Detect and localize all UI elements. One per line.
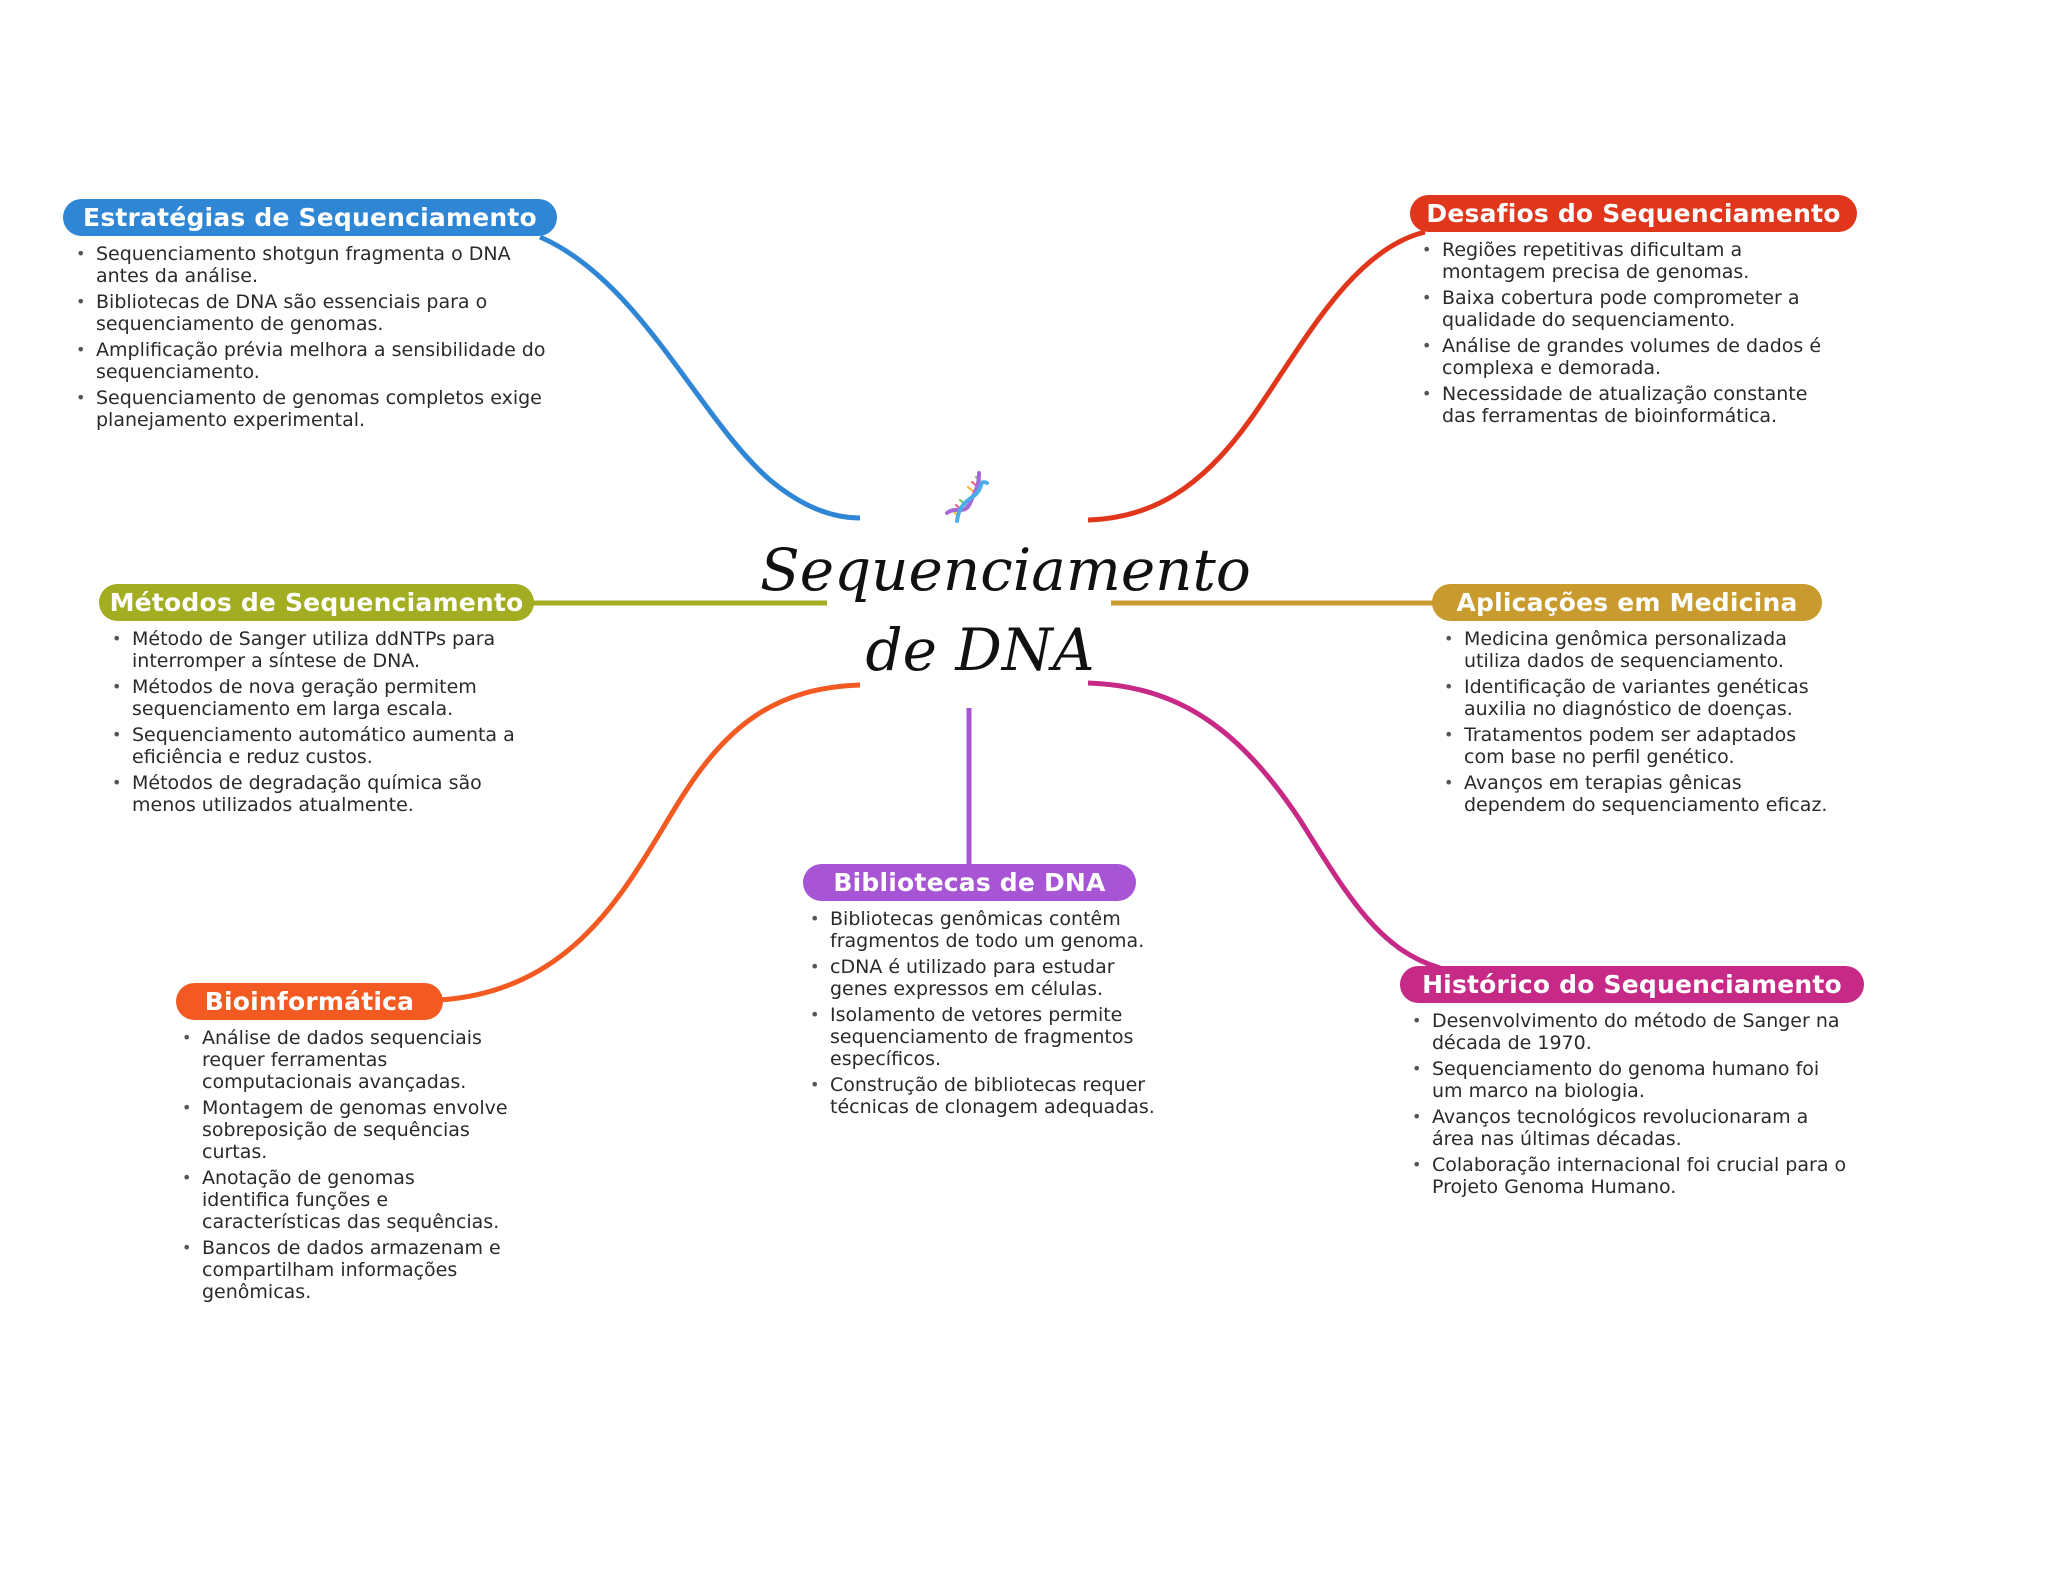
title-line-1: Sequenciamento: [760, 536, 1251, 604]
list-item: Sequenciamento automático aumenta a efic…: [108, 724, 528, 768]
list-item: Sequenciamento de genomas completos exig…: [72, 387, 552, 431]
list-item: Análise de grandes volumes de dados é co…: [1418, 335, 1838, 379]
list-item: Avanços em terapias gênicas dependem do …: [1440, 772, 1830, 816]
list-item: Regiões repetitivas dificultam a montage…: [1418, 239, 1838, 283]
list-item: Construção de bibliotecas requer técnica…: [806, 1074, 1176, 1118]
list-item: cDNA é utilizado para estudar genes expr…: [806, 956, 1176, 1000]
list-item: Anotação de genomas identifica funções e…: [178, 1167, 508, 1233]
branch-list-aplicacoes: Medicina genômica personalizada utiliza …: [1440, 628, 1830, 820]
list-item: Desenvolvimento do método de Sanger na d…: [1408, 1010, 1848, 1054]
branch-list-bibliotecas: Bibliotecas genômicas contêm fragmentos …: [806, 908, 1176, 1122]
list-item: Bibliotecas de DNA são essenciais para o…: [72, 291, 552, 335]
branch-list-metodos: Método de Sanger utiliza ddNTPs para int…: [108, 628, 528, 820]
list-item: Avanços tecnológicos revolucionaram a ár…: [1408, 1106, 1848, 1150]
connector-bioinformatica: [439, 682, 861, 1003]
branch-label-bibliotecas[interactable]: Bibliotecas de DNA: [803, 864, 1136, 901]
list-item: Baixa cobertura pode comprometer a quali…: [1418, 287, 1838, 331]
branch-list-historico: Desenvolvimento do método de Sanger na d…: [1408, 1010, 1848, 1202]
branch-label-desafios[interactable]: Desafios do Sequenciamento: [1410, 195, 1857, 232]
list-item: Identificação de variantes genéticas aux…: [1440, 676, 1830, 720]
list-item: Sequenciamento do genoma humano foi um m…: [1408, 1058, 1848, 1102]
title-line-2: de DNA: [865, 616, 1095, 684]
connector-desafios: [1087, 229, 1426, 523]
branch-label-historico[interactable]: Histórico do Sequenciamento: [1400, 966, 1864, 1003]
branch-label-aplicacoes[interactable]: Aplicações em Medicina: [1432, 584, 1822, 621]
branch-label-bioinformatica[interactable]: Bioinformática: [176, 983, 443, 1020]
branch-list-bioinformatica: Análise de dados sequenciais requer ferr…: [178, 1027, 508, 1307]
branch-label-metodos[interactable]: Métodos de Sequenciamento: [99, 584, 534, 621]
branch-list-estrategias: Sequenciamento shotgun fragmenta o DNA a…: [72, 243, 552, 435]
list-item: Tratamentos podem ser adaptados com base…: [1440, 724, 1830, 768]
list-item: Bancos de dados armazenam e compartilham…: [178, 1237, 508, 1303]
central-topic-title: Sequenciamento de DNA: [760, 530, 1251, 690]
list-item: Análise de dados sequenciais requer ferr…: [178, 1027, 508, 1093]
dna-helix-icon: [945, 471, 989, 523]
list-item: Montagem de genomas envolve sobreposição…: [178, 1097, 508, 1163]
list-item: Método de Sanger utiliza ddNTPs para int…: [108, 628, 528, 672]
branch-label-estrategias[interactable]: Estratégias de Sequenciamento: [63, 199, 557, 236]
connector-estrategias: [539, 234, 861, 521]
list-item: Sequenciamento shotgun fragmenta o DNA a…: [72, 243, 552, 287]
list-item: Isolamento de vetores permite sequenciam…: [806, 1004, 1176, 1070]
list-item: Métodos de degradação química são menos …: [108, 772, 528, 816]
list-item: Necessidade de atualização constante das…: [1418, 383, 1838, 427]
list-item: Colaboração internacional foi crucial pa…: [1408, 1154, 1848, 1198]
list-item: Amplificação prévia melhora a sensibilid…: [72, 339, 552, 383]
branch-list-desafios: Regiões repetitivas dificultam a montage…: [1418, 239, 1838, 431]
list-item: Bibliotecas genômicas contêm fragmentos …: [806, 908, 1176, 952]
list-item: Medicina genômica personalizada utiliza …: [1440, 628, 1830, 672]
connector-historico: [1087, 680, 1441, 971]
list-item: Métodos de nova geração permitem sequenc…: [108, 676, 528, 720]
